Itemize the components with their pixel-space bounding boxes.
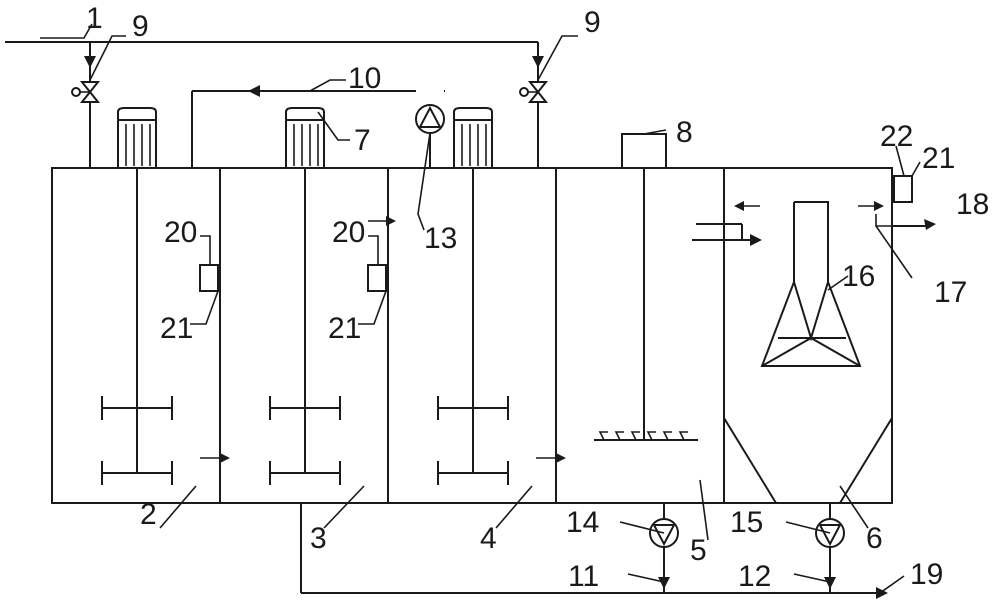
labels: 1 2 3 4 5 6 7 8 9 9 10 11 12 13 14 15 16… — [86, 2, 989, 593]
sludge-lines — [300, 503, 888, 599]
label-15: 15 — [730, 506, 763, 539]
outlet — [892, 175, 936, 230]
recirculation-arrow — [248, 85, 260, 97]
dosing-box — [621, 133, 667, 169]
level-gauge-b — [367, 264, 387, 292]
label-20-left: 20 — [164, 216, 197, 249]
stirrer-3 — [437, 168, 509, 485]
valve-left — [71, 81, 101, 103]
label-2: 2 — [140, 498, 157, 531]
label-21-right: 21 — [922, 142, 955, 175]
label-8: 8 — [676, 116, 693, 149]
level-gauge-right — [893, 175, 913, 203]
stirrer-2 — [269, 168, 341, 485]
stirrer-1 — [101, 168, 173, 485]
flow-arrows — [200, 216, 566, 463]
label-4: 4 — [480, 522, 497, 555]
label-9-right: 9 — [584, 6, 601, 39]
label-9-left: 9 — [132, 10, 149, 43]
leader-lines — [40, 23, 921, 594]
aeration-unit — [594, 133, 698, 441]
pump-13 — [415, 104, 445, 134]
hopper-left — [723, 417, 777, 504]
label-12: 12 — [738, 560, 771, 593]
inlet-pipe — [5, 41, 544, 168]
label-17: 17 — [934, 276, 967, 309]
label-13: 13 — [424, 222, 457, 255]
motor-2 — [285, 107, 325, 169]
hopper-right — [839, 417, 893, 504]
motor-3 — [453, 107, 493, 169]
label-14: 14 — [566, 506, 599, 539]
label-22: 22 — [880, 120, 913, 153]
label-20-right: 20 — [332, 216, 365, 249]
arrow-down-right — [532, 56, 544, 68]
valve-right — [519, 81, 549, 103]
motor-1 — [117, 107, 157, 169]
label-5: 5 — [690, 534, 707, 567]
label-21-left: 21 — [160, 312, 193, 345]
label-10: 10 — [348, 62, 381, 95]
label-7: 7 — [354, 124, 371, 157]
label-21-middle: 21 — [328, 312, 361, 345]
label-19: 19 — [910, 558, 943, 591]
arrow-down-left — [84, 56, 96, 68]
label-16: 16 — [842, 260, 875, 293]
label-1: 1 — [86, 2, 103, 35]
label-6: 6 — [866, 522, 883, 555]
label-18: 18 — [956, 188, 989, 221]
label-11: 11 — [568, 560, 599, 593]
label-3: 3 — [310, 522, 327, 555]
level-gauge-a — [199, 264, 219, 292]
